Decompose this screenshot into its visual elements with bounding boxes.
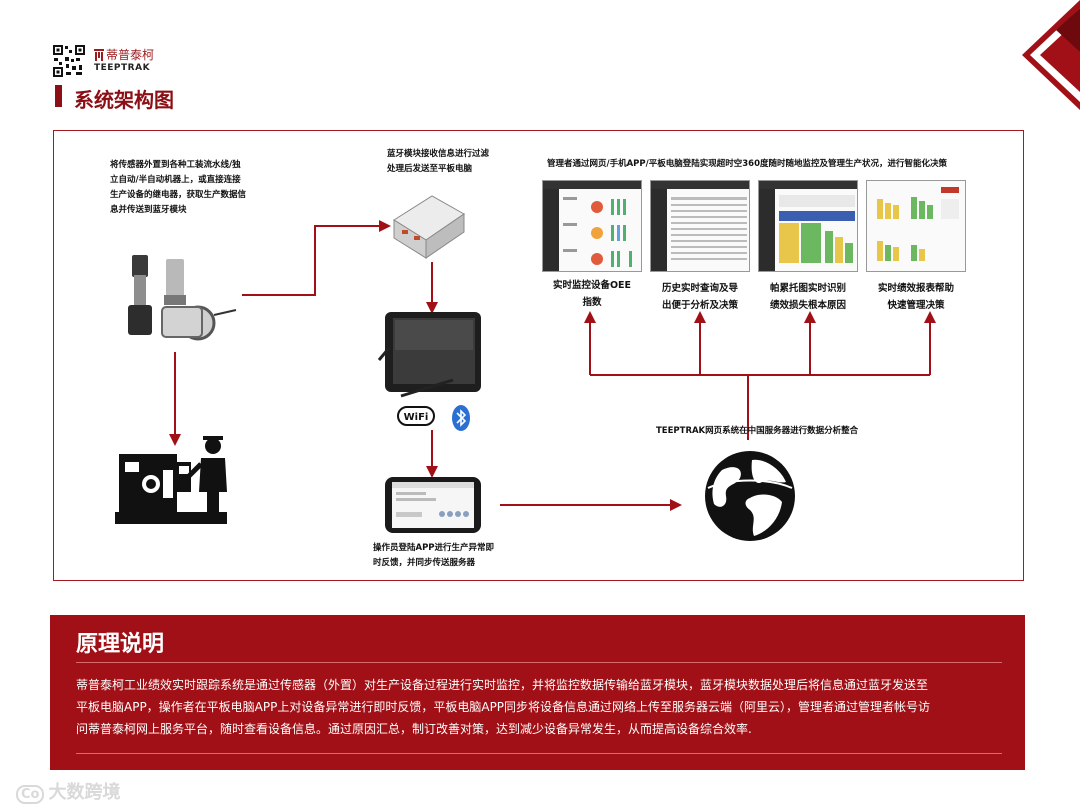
title-accent-bar (55, 85, 62, 107)
principle-line: 平板电脑APP，操作者在平板电脑APP上对设备异常进行即时反馈，平板电脑APP同… (76, 700, 931, 714)
architecture-diagram-frame (53, 130, 1024, 581)
qr-code (52, 44, 86, 78)
bluetooth-module-description: 蓝牙模块接收信息进行过滤 处理后发送至平板电脑 (387, 149, 490, 174)
screen-oee-monitor (542, 180, 642, 272)
wifi-icon: WiFi (397, 406, 435, 426)
principle-line: 蒂普泰柯工业绩效实时跟踪系统是通过传感器（外置）对生产设备过程进行实时监控，并将… (76, 678, 929, 692)
server-description: TEEPTRAK网页系统在中国服务器进行数据分析整合 (656, 426, 859, 436)
screen-history-query (650, 180, 750, 272)
operator-description: 操作员登陆APP进行生产异常即 时反馈，并同步传送服务器 (373, 543, 495, 568)
logo-chinese-name: 蒂普泰柯 (106, 48, 155, 62)
principle-title: 原理说明 (76, 632, 165, 657)
globe-icon (705, 451, 795, 541)
principle-divider-top (76, 662, 1002, 663)
bluetooth-module-image (393, 195, 465, 259)
screen-pareto-chart (758, 180, 858, 272)
caption-performance-report: 实时绩效报表帮助快速管理决策 (877, 283, 954, 311)
caption-pareto-chart: 帕累托图实时识别绩效损失根本原因 (769, 283, 846, 311)
section-title: 系统架构图 (74, 88, 174, 112)
corner-decoration (1022, 0, 1080, 110)
principle-body: 蒂普泰柯工业绩效实时跟踪系统是通过传感器（外置）对生产设备过程进行实时监控，并将… (76, 674, 1006, 740)
screen-performance-report (866, 180, 966, 272)
machine-operator-icon (115, 436, 227, 524)
manager-description: 管理者通过网页/手机APP/平板电脑登陆实现超时空360度随时随地监控及管理生产… (547, 159, 947, 169)
sensor-devices-image (128, 255, 237, 341)
operator-device-image (385, 477, 481, 533)
sensor-description: 将传感器外置到各种工装流水线/独 立自动/半自动机器上，或直接连接 生产设备的继… (110, 160, 247, 215)
bluetooth-icon (452, 405, 470, 431)
logo-english-name: TEEPTRAK (94, 63, 151, 73)
tablet-pc-image (377, 312, 481, 398)
caption-history-query: 历史实时查询及导出便于分析及决策 (661, 283, 738, 311)
principle-divider-bottom (76, 753, 1002, 754)
principle-panel (50, 615, 1025, 770)
principle-line: 问蒂普泰柯网上服务平台，随时查看设备信息。通过原因汇总，制订改善对策，达到减少设… (76, 722, 752, 736)
logo-mark-icon (94, 49, 104, 61)
